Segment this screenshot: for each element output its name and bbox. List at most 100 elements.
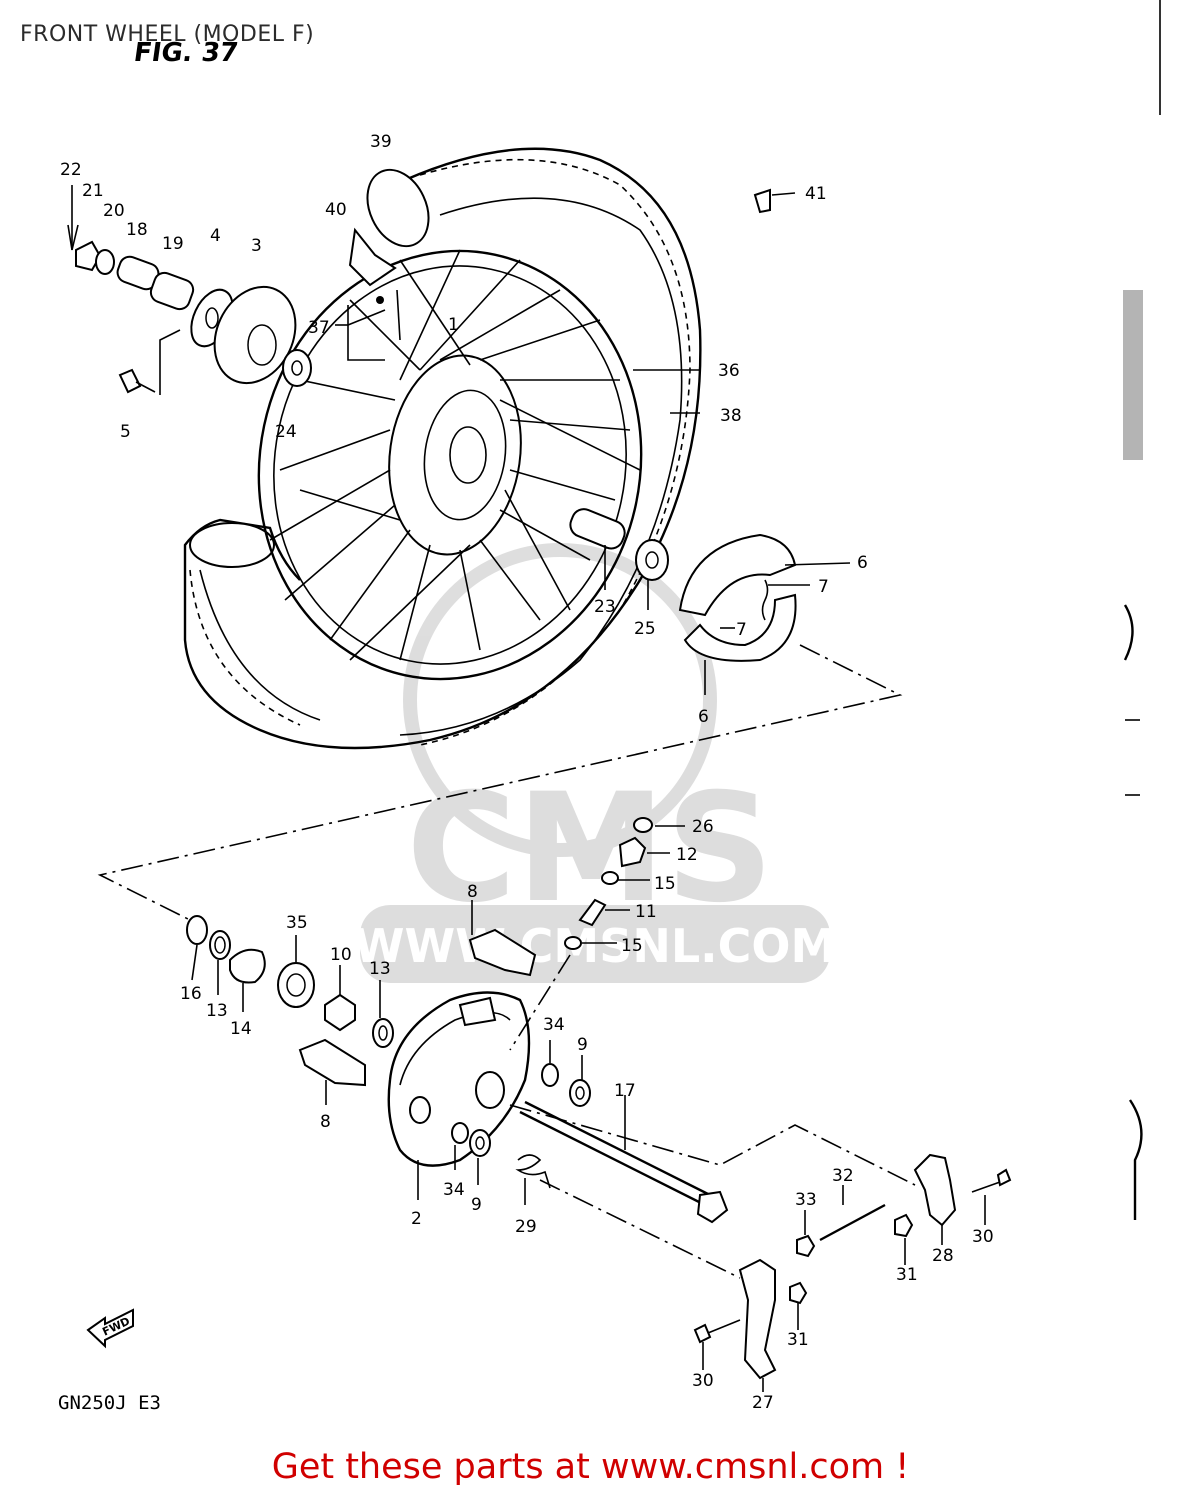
wheel-hub [388, 354, 522, 556]
callout: 22 [60, 160, 82, 180]
callout: 15 [621, 936, 643, 956]
brake-shoe-spring [761, 579, 769, 621]
callout: 35 [286, 913, 308, 933]
callout: 37 [308, 318, 330, 338]
callout: 38 [720, 406, 742, 426]
left-axle-parts [67, 185, 312, 395]
callout: 17 [614, 1081, 636, 1101]
page-title: FRONT WHEEL (MODEL F) [20, 22, 315, 47]
circlip-16 [186, 915, 208, 945]
tube-flap [348, 227, 397, 287]
oring-34a [541, 1063, 559, 1087]
callout: 1 [448, 315, 459, 335]
callout: 40 [325, 200, 347, 220]
tube-and-valve [335, 188, 796, 361]
callout: 7 [818, 577, 829, 597]
speedometer-shaft-8 [468, 928, 537, 977]
callout: 20 [103, 201, 125, 221]
scan-edge-marks [1123, 0, 1161, 1220]
gear-10 [324, 993, 356, 1032]
brake-panel-2 [387, 991, 531, 1167]
callout: 33 [795, 1190, 817, 1210]
callout: 19 [162, 234, 184, 254]
nut-33 [796, 1234, 816, 1258]
callout: 3 [251, 236, 262, 256]
callout: 34 [443, 1180, 465, 1200]
retainer-14 [229, 948, 266, 984]
callout: 27 [752, 1393, 774, 1413]
callout: 21 [82, 181, 104, 201]
callout: 34 [543, 1015, 565, 1035]
callout: 13 [369, 959, 391, 979]
wheel-rim [257, 249, 643, 681]
callout: 2 [411, 1209, 422, 1229]
oring-34b [451, 1122, 469, 1144]
fwd-arrow-icon: FWD [86, 1308, 134, 1349]
callout: 30 [692, 1371, 714, 1391]
cap-26 [633, 817, 653, 833]
callout: 5 [120, 422, 131, 442]
nut-31b [789, 1281, 808, 1305]
assembly-axis-lines [97, 644, 916, 1279]
cotter-pin [67, 224, 79, 251]
callout: 41 [805, 184, 827, 204]
watermark-url: WWW.CMSNL.COM [354, 919, 837, 973]
callout: 29 [515, 1217, 537, 1237]
collar [149, 271, 195, 311]
cam-lever-28 [913, 1153, 957, 1227]
callout: 11 [635, 902, 657, 922]
callout: 39 [370, 132, 392, 152]
fitting-11 [578, 898, 607, 927]
callout: 4 [210, 226, 221, 246]
brake-shoe-lower [683, 593, 797, 662]
drive-gear-8 [298, 1038, 366, 1087]
callout: 25 [634, 619, 656, 639]
callout: 7 [736, 620, 747, 640]
callout: 16 [180, 984, 202, 1004]
brake-shoe-upper [678, 533, 797, 617]
brake-lever-parts [693, 1153, 1012, 1392]
callout: 32 [832, 1166, 854, 1186]
callout: 31 [787, 1330, 809, 1350]
callout: 6 [698, 707, 709, 727]
callout: 10 [330, 945, 352, 965]
callout: 30 [972, 1227, 994, 1247]
brake-shoes [678, 533, 851, 695]
valve-cap-41 [753, 188, 771, 214]
distance-collar [569, 508, 626, 550]
callout: 24 [275, 422, 297, 442]
callout: 12 [676, 845, 698, 865]
front-wheel-assembly [183, 147, 702, 750]
disc-bolt [118, 368, 142, 394]
callout: 8 [467, 882, 478, 902]
callout: 23 [594, 597, 616, 617]
nut-31a [894, 1213, 914, 1238]
callout: 6 [857, 553, 868, 573]
gearbox-parts [186, 915, 394, 1105]
model-code: GN250J E3 [58, 1392, 161, 1414]
callout: 15 [654, 874, 676, 894]
callout: 14 [230, 1019, 252, 1039]
cta-link-text[interactable]: Get these parts at www.cmsnl.com ! [271, 1447, 910, 1487]
brake-panel [387, 991, 591, 1205]
callout: 8 [320, 1112, 331, 1132]
rod-32 [819, 1203, 886, 1242]
cam-lever-27 [738, 1258, 777, 1380]
callout: 9 [577, 1035, 588, 1055]
washer [95, 249, 115, 275]
callout: 26 [692, 817, 714, 837]
rubber-12 [618, 836, 647, 868]
speedometer-parts [468, 817, 685, 977]
front-axle-17 [519, 1095, 729, 1224]
callout: 36 [718, 361, 740, 381]
callout: 31 [896, 1265, 918, 1285]
callout: 13 [206, 1001, 228, 1021]
right-axle-parts [569, 508, 669, 610]
callout: 9 [471, 1195, 482, 1215]
callout: 28 [932, 1246, 954, 1266]
figure-label: FIG. 37 [131, 38, 240, 68]
bolt-30b [693, 1323, 712, 1344]
callout: 18 [126, 220, 148, 240]
return-spring-29 [515, 1154, 551, 1189]
